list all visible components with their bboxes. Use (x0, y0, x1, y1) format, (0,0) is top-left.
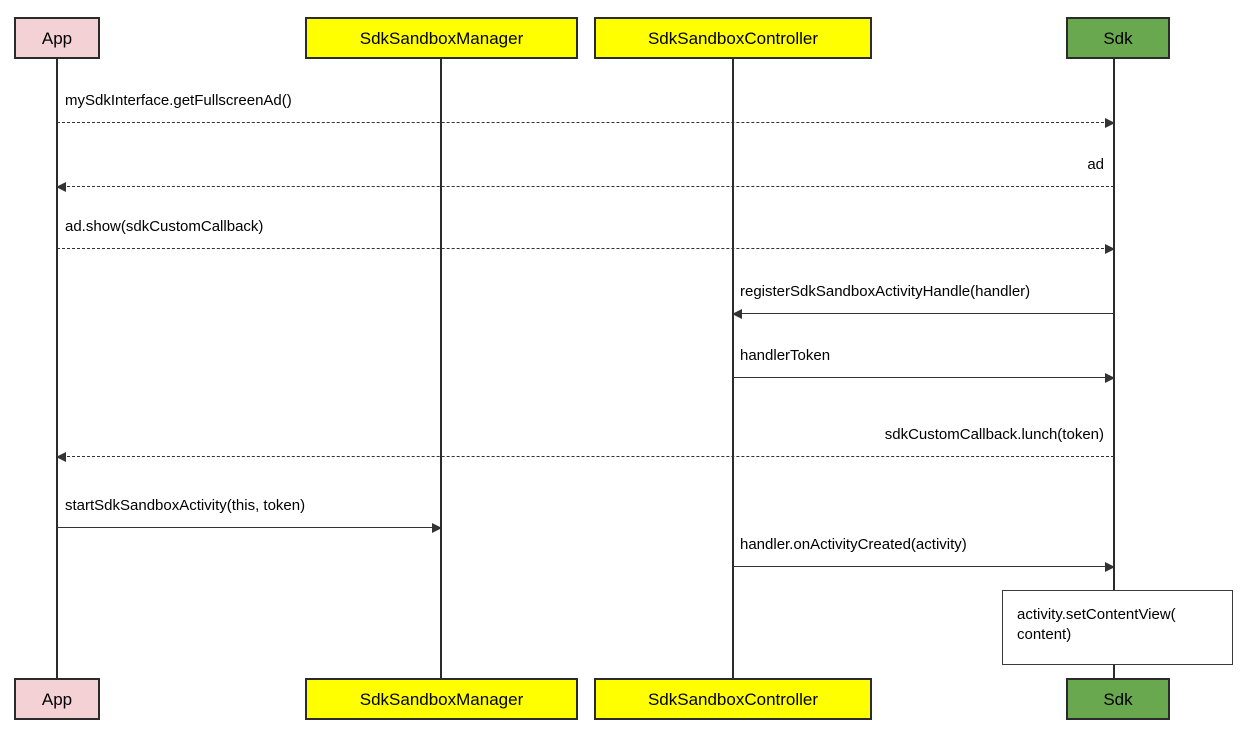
note-line-1: activity.setContentView( (1017, 606, 1176, 623)
lifeline-manager (440, 58, 442, 678)
arrowhead-right-icon (432, 523, 442, 533)
lifeline-controller (732, 58, 734, 678)
arrowhead-left-icon (732, 309, 742, 319)
message-arrow-2 (56, 182, 1114, 192)
arrowhead-right-icon (1105, 562, 1115, 572)
message-arrow-4 (732, 309, 1114, 319)
participant-foot-app[interactable]: App (14, 678, 100, 720)
message-arrow-7 (57, 523, 442, 533)
participant-foot-manager[interactable]: SdkSandboxManager (305, 678, 578, 720)
arrowhead-right-icon (1105, 118, 1115, 128)
participant-label-app-foot: App (41, 689, 73, 709)
message-label-5: handlerToken (740, 347, 831, 364)
message-arrow-5 (733, 373, 1115, 383)
participant-head-manager[interactable]: SdkSandboxManager (305, 17, 578, 59)
participant-foot-sdk[interactable]: Sdk (1066, 678, 1170, 720)
participant-label-sdk-foot: Sdk (1103, 689, 1133, 709)
participant-label-controller: SdkSandboxController (647, 28, 819, 48)
arrowhead-right-icon (1105, 373, 1115, 383)
message-label-2: ad (1087, 156, 1104, 173)
participant-label-app: App (41, 28, 73, 48)
message-arrow-1 (57, 118, 1115, 128)
message-label-6: sdkCustomCallback.lunch(token) (884, 426, 1104, 443)
lifeline-app (56, 58, 58, 678)
message-arrow-6 (56, 452, 1114, 462)
participant-head-sdk[interactable]: Sdk (1066, 17, 1170, 59)
participant-foot-controller[interactable]: SdkSandboxController (594, 678, 872, 720)
arrowhead-left-icon (56, 182, 66, 192)
message-label-3: ad.show(sdkCustomCallback) (65, 218, 264, 235)
message-label-4: registerSdkSandboxActivityHandle(handler… (740, 283, 1031, 300)
message-label-7: startSdkSandboxActivity(this, token) (65, 497, 306, 514)
message-label-8: handler.onActivityCreated(activity) (740, 536, 967, 553)
message-arrow-8 (733, 562, 1115, 572)
arrowhead-right-icon (1105, 244, 1115, 254)
message-arrow-3 (57, 244, 1115, 254)
participant-label-sdk: Sdk (1103, 28, 1133, 48)
participant-head-controller[interactable]: SdkSandboxController (594, 17, 872, 59)
lifeline-sdk (1113, 58, 1115, 678)
participant-label-controller-foot: SdkSandboxController (647, 689, 819, 709)
participant-label-manager-foot: SdkSandboxManager (359, 689, 524, 709)
arrowhead-left-icon (56, 452, 66, 462)
note-set-content-view: activity.setContentView( content) (1002, 590, 1233, 665)
message-label-1: mySdkInterface.getFullscreenAd() (65, 92, 292, 109)
note-line-2: content) (1017, 626, 1072, 644)
participant-head-app[interactable]: App (14, 17, 100, 59)
participant-label-manager: SdkSandboxManager (359, 28, 524, 48)
